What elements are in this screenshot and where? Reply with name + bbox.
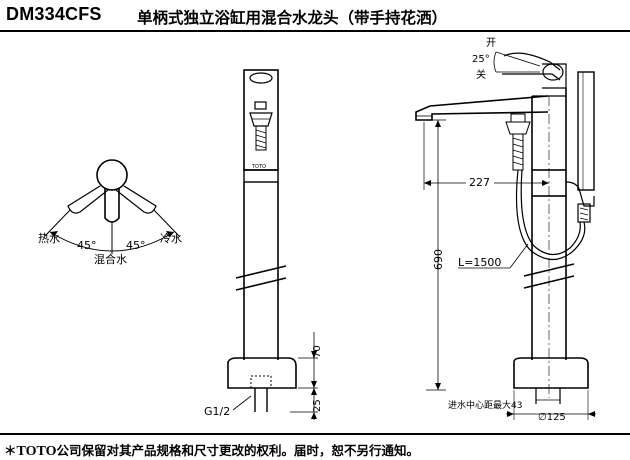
inlet-note-label: 进水中心距最大43: [448, 399, 522, 411]
angle-right-label: 45°: [126, 239, 146, 252]
front-outlet: [254, 101, 267, 110]
front-break-mark: [235, 265, 287, 291]
front-base: [227, 357, 297, 389]
angle-line-right: [153, 209, 180, 237]
hand-shower: [577, 71, 595, 191]
cold-water-label: 冷水: [160, 232, 182, 245]
handle-lever-center: [104, 188, 120, 223]
front-hose-connector: [255, 125, 267, 151]
technical-drawing: 热水 冷水 45° 45° 混合水 TOTO G1/2: [38, 38, 596, 423]
hose-length-label: L=1500: [458, 256, 501, 269]
header-rule: [0, 30, 630, 32]
angle-line-left: [44, 209, 71, 237]
front-cartridge: [249, 112, 273, 127]
front-logo: TOTO: [251, 164, 266, 170]
header: DM334CFS 单柄式独立浴缸用混合水龙头（带手持花洒）: [0, 0, 630, 30]
side-lever-closed: [502, 73, 561, 81]
footer-brand: TOTO: [16, 444, 57, 459]
open-label: 开: [486, 38, 496, 49]
thread-label: G1/2: [204, 405, 230, 418]
front-pillar-collar: [243, 169, 279, 183]
height-label: 690: [432, 249, 445, 270]
model-number: DM334CFS: [6, 4, 102, 24]
handle-rotation-diagram: 热水 冷水 45° 45° 混合水: [38, 159, 182, 266]
handle-knob: [96, 159, 128, 191]
footer-rule: [0, 433, 630, 435]
shower-holder: [565, 181, 595, 207]
hot-water-label: 热水: [38, 232, 60, 245]
side-base: [513, 357, 589, 389]
spout-reach-label: 227: [469, 176, 490, 189]
angle-left-label: 45°: [77, 239, 97, 252]
footer: ＊TOTO公司保留对其产品规格和尺寸更改的权利。届时，恕不另行通知。: [4, 440, 419, 460]
footer-notice: 公司保留对其产品规格和尺寸更改的权利。届时，恕不另行通知。: [56, 443, 419, 458]
lever-angle-label: 25°: [472, 54, 490, 65]
mixed-water-label: 混合水: [94, 252, 127, 266]
front-lever-ellipse: [249, 72, 273, 84]
close-label: 关: [476, 68, 486, 81]
arrowhead-left: [50, 231, 58, 237]
dim-lower-label: 25: [312, 399, 323, 412]
front-view: TOTO G1/2 70 25: [204, 69, 323, 420]
footer-star: ＊: [4, 443, 17, 458]
arrowhead-right: [166, 231, 174, 237]
hose-loop: [515, 169, 586, 261]
handle-lever-left: [67, 185, 109, 214]
side-spout: [415, 95, 549, 121]
front-inlet-leader: [232, 395, 252, 411]
handle-lever-right: [115, 185, 157, 214]
front-body-top: [243, 69, 279, 171]
side-lever-open: [503, 52, 561, 71]
side-view: 开 25° 关: [415, 38, 596, 423]
base-diameter-label: ∅125: [538, 412, 566, 423]
product-title: 单柄式独立浴缸用混合水龙头（带手持花洒）: [137, 9, 448, 27]
dim-upper-label: 70: [312, 345, 323, 358]
